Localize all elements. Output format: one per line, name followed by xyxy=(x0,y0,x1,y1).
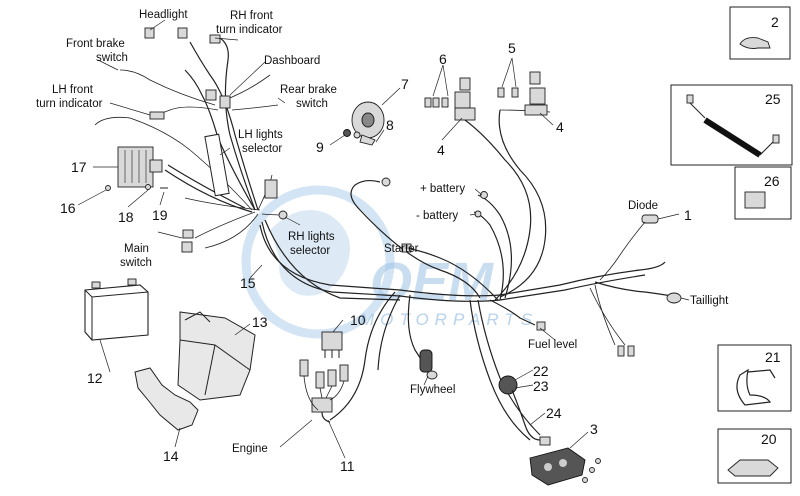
part-number-24: 24 xyxy=(546,405,562,421)
label-main-switch-1: Main xyxy=(124,243,149,255)
label-lh-front-turn-1: LH front xyxy=(52,84,94,96)
part-number-23: 23 xyxy=(533,378,549,394)
battery-tray xyxy=(177,311,256,401)
label-flywheel: Flywheel xyxy=(410,384,455,396)
main-harness xyxy=(259,94,673,441)
label-main-switch-2: switch xyxy=(120,257,152,269)
label-rear-brake-1: Rear brake xyxy=(280,84,337,96)
battery xyxy=(84,278,149,341)
starter-relay xyxy=(321,331,343,358)
bracket xyxy=(134,367,199,431)
regulator xyxy=(105,146,168,191)
leader-lines xyxy=(77,19,690,459)
flywheel-sensor xyxy=(419,349,438,380)
labels: Headlight RH front turn indicator Dashbo… xyxy=(36,9,729,455)
label-headlight: Headlight xyxy=(139,9,188,21)
part-number-25: 25 xyxy=(765,91,781,107)
label-rear-brake-2: switch xyxy=(296,98,328,110)
label-lh-lights-2: selector xyxy=(242,143,282,155)
part-number-7: 7 xyxy=(401,76,409,92)
fuse-relays xyxy=(424,71,548,121)
part-number-17: 17 xyxy=(71,159,87,175)
part-number-14: 14 xyxy=(163,448,179,464)
label-rh-front-turn-2: turn indicator xyxy=(216,24,283,36)
part-number-11: 11 xyxy=(340,458,355,474)
inset-parts xyxy=(670,6,793,484)
part-number-6: 6 xyxy=(439,51,447,67)
part-number-15: 15 xyxy=(240,275,256,291)
watermark-logo: OEM xyxy=(370,252,494,312)
inset-box-21 xyxy=(717,344,792,412)
part-number-19: 19 xyxy=(152,207,168,223)
label-diode: Diode xyxy=(628,200,658,212)
part-number-4a: 4 xyxy=(437,142,445,158)
label-lh-lights-1: LH lights xyxy=(238,129,283,141)
part-number-4b: 4 xyxy=(556,119,564,135)
engine-connectors xyxy=(299,359,349,423)
horn xyxy=(343,101,385,146)
part-number-5: 5 xyxy=(508,40,516,56)
harness-sleeve xyxy=(204,133,230,197)
switch-cable xyxy=(498,375,551,446)
part-number-16: 16 xyxy=(60,200,76,216)
label-plus-battery: + battery xyxy=(420,183,465,195)
part-number-21: 21 xyxy=(765,349,781,365)
part-number-13: 13 xyxy=(252,314,268,330)
label-engine: Engine xyxy=(232,443,268,455)
inset-box-20 xyxy=(717,428,792,484)
label-fuel-level: Fuel level xyxy=(528,339,577,351)
label-minus-battery: - battery xyxy=(416,210,458,222)
label-rh-lights-2: selector xyxy=(290,245,330,257)
label-rh-front-turn-1: RH front xyxy=(230,10,274,22)
part-number-2: 2 xyxy=(771,14,779,30)
label-taillight: Taillight xyxy=(690,295,729,307)
part-number-12: 12 xyxy=(87,370,103,386)
part-number-8: 8 xyxy=(386,117,394,133)
watermark: OEM MOTORPARTS xyxy=(241,185,538,339)
label-front-brake-2: switch xyxy=(96,52,128,64)
control-unit xyxy=(529,447,601,486)
inset-box-26 xyxy=(734,166,792,220)
part-number-20: 20 xyxy=(761,431,777,447)
diode-wire xyxy=(599,221,646,281)
label-starter: Starter xyxy=(384,243,419,255)
label-front-brake-1: Front brake xyxy=(66,38,125,50)
label-rh-lights-1: RH lights xyxy=(288,231,335,243)
part-number-9: 9 xyxy=(316,139,324,155)
inset-box-2 xyxy=(729,6,791,60)
label-lh-front-turn-2: turn indicator xyxy=(36,98,103,110)
label-dashboard: Dashboard xyxy=(264,55,320,67)
part-number-26: 26 xyxy=(764,173,780,189)
part-number-10: 10 xyxy=(350,312,366,328)
part-number-22: 22 xyxy=(533,363,549,379)
inset-box-25 xyxy=(670,84,793,166)
part-number-18: 18 xyxy=(118,209,134,225)
part-number-3: 3 xyxy=(590,421,598,437)
watermark-text: MOTORPARTS xyxy=(360,310,538,329)
part-numbers: 1 2 3 4 4 5 6 7 8 9 10 11 12 13 14 15 16… xyxy=(60,14,781,474)
part-number-1: 1 xyxy=(684,207,692,223)
